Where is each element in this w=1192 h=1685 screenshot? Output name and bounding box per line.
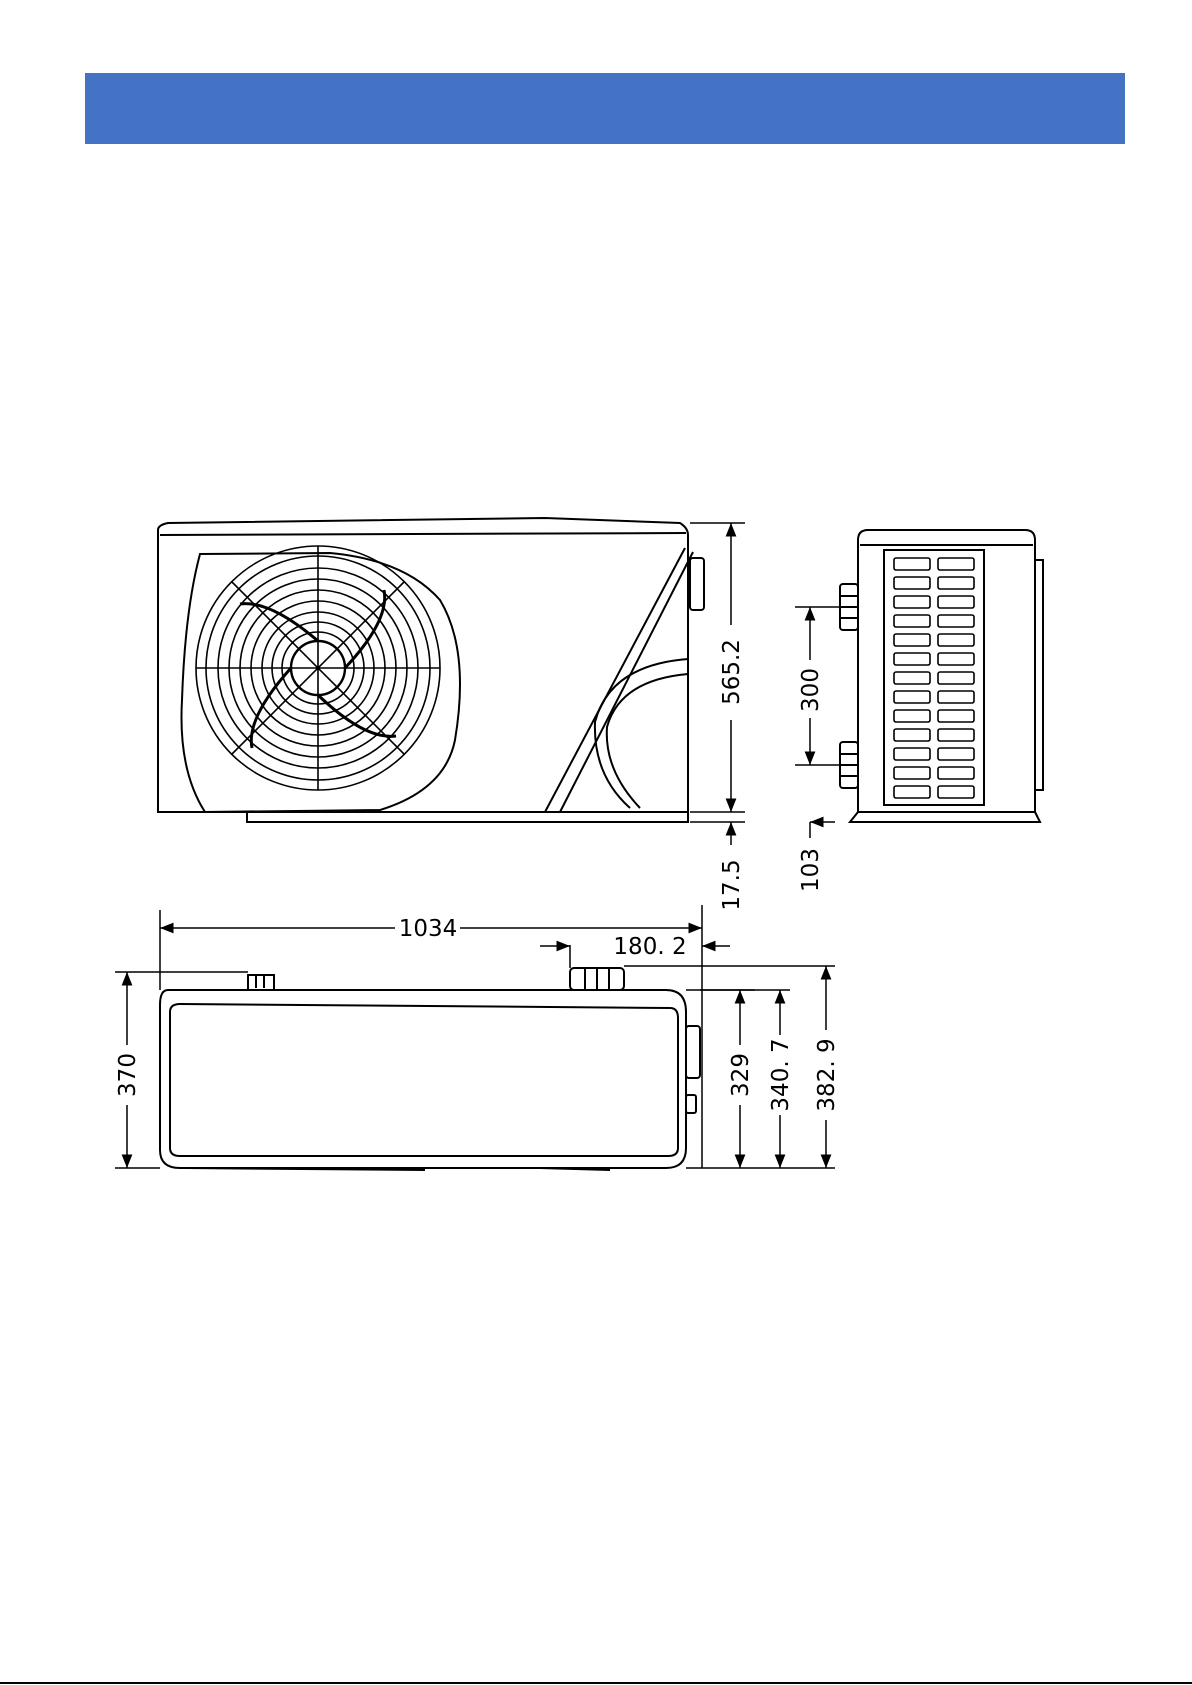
front-diagonal-panel <box>545 548 693 812</box>
water-connector-icon <box>840 584 858 788</box>
fan-grille-icon <box>196 546 440 790</box>
footer-rule <box>0 1682 1192 1684</box>
side-view <box>840 530 1043 822</box>
top-view <box>160 968 700 1170</box>
dim-depth-370: 370 <box>115 1053 141 1097</box>
side-back-plate <box>1035 560 1043 790</box>
side-base <box>850 812 1040 822</box>
front-base <box>247 812 688 822</box>
coil-fin-grid-icon <box>894 558 974 798</box>
dim-overall-depth-382-9: 382. 9 <box>814 1038 840 1111</box>
front-housing <box>158 518 688 812</box>
top-side-fitting <box>686 1095 696 1113</box>
top-side-handle <box>686 1026 700 1078</box>
dim-base-offset-103: 103 <box>798 848 824 892</box>
dim-height-565-2: 565.2 <box>719 639 745 705</box>
dim-base-17-5: 17.5 <box>719 859 745 910</box>
dim-body-depth-329: 329 <box>728 1053 754 1097</box>
front-view <box>158 518 704 822</box>
dim-depth-340-7: 340. 7 <box>768 1038 794 1111</box>
dim-connector-spacing-300: 300 <box>798 668 824 712</box>
dim-connector-offset-180-2: 180. 2 <box>613 934 686 960</box>
top-handle-tab <box>248 975 274 990</box>
front-side-arc <box>595 659 688 808</box>
top-body-outline <box>170 1004 678 1156</box>
dim-width-1034: 1034 <box>399 916 458 942</box>
front-top-line <box>160 533 686 535</box>
front-handle <box>690 558 704 610</box>
top-housing <box>160 990 686 1168</box>
top-water-connector <box>570 968 624 990</box>
